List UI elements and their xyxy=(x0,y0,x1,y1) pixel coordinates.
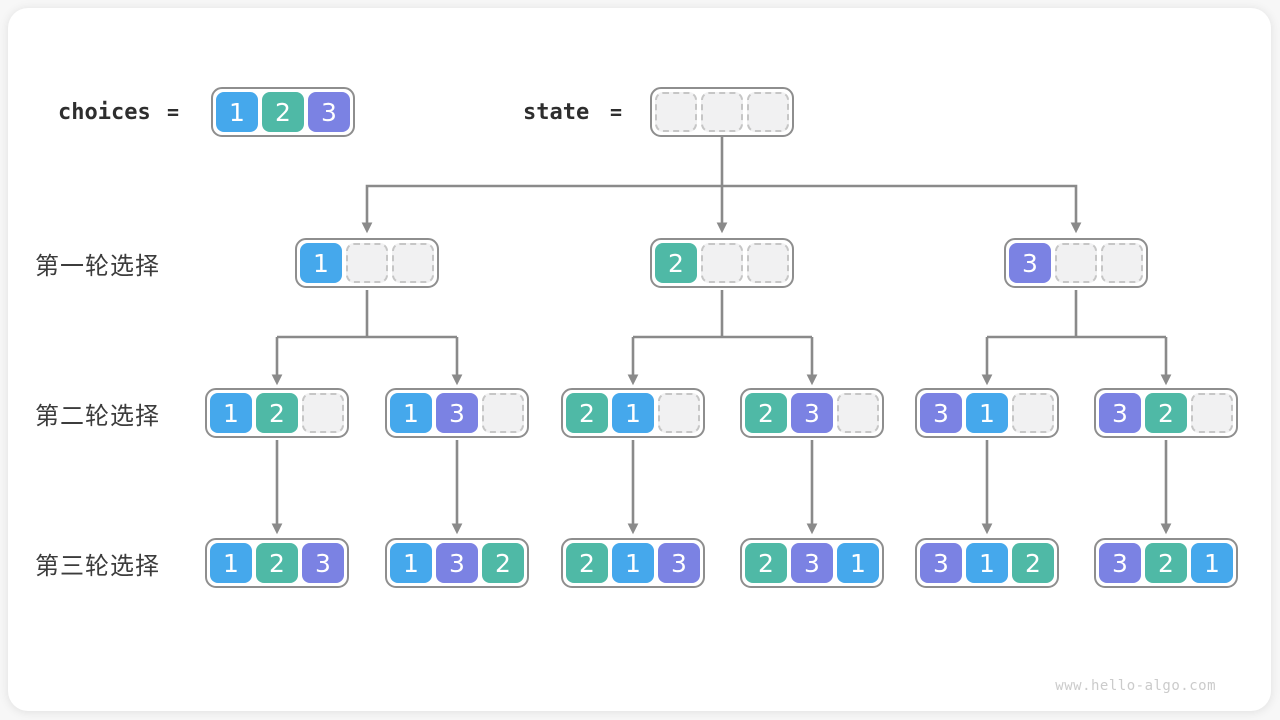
value-cell-3: 3 xyxy=(436,543,478,583)
state-node-1: 1 xyxy=(295,238,439,288)
value-cell-3: 3 xyxy=(1009,243,1051,283)
value-cell-3: 3 xyxy=(920,543,962,583)
value-cell-1: 1 xyxy=(1191,543,1233,583)
choices-label: choices xyxy=(58,99,151,125)
state-box xyxy=(650,87,794,137)
value-cell-2: 2 xyxy=(655,243,697,283)
value-cell-1: 1 xyxy=(390,393,432,433)
value-cell-2: 2 xyxy=(256,543,298,583)
value-cell-2: 2 xyxy=(1012,543,1054,583)
value-cell-1: 1 xyxy=(216,92,258,132)
value-cell-2: 2 xyxy=(262,92,304,132)
value-cell-1: 1 xyxy=(210,543,252,583)
value-cell-2: 2 xyxy=(566,543,608,583)
empty-cell xyxy=(655,92,697,132)
value-cell-2: 2 xyxy=(482,543,524,583)
state-equals-sign: = xyxy=(610,100,623,124)
value-cell-3: 3 xyxy=(302,543,344,583)
value-cell-1: 1 xyxy=(300,243,342,283)
value-cell-1: 1 xyxy=(966,543,1008,583)
state-node-3: 3 xyxy=(1004,238,1148,288)
value-cell-1: 1 xyxy=(966,393,1008,433)
value-cell-3: 3 xyxy=(1099,393,1141,433)
empty-cell xyxy=(482,393,524,433)
value-cell-3: 3 xyxy=(1099,543,1141,583)
empty-cell xyxy=(1012,393,1054,433)
choices-equals-sign: = xyxy=(167,100,180,124)
value-cell-3: 3 xyxy=(436,393,478,433)
value-cell-2: 2 xyxy=(566,393,608,433)
empty-cell xyxy=(302,393,344,433)
value-cell-2: 2 xyxy=(1145,543,1187,583)
empty-cell xyxy=(1191,393,1233,433)
value-cell-3: 3 xyxy=(658,543,700,583)
value-cell-1: 1 xyxy=(837,543,879,583)
empty-cell xyxy=(701,92,743,132)
empty-cell xyxy=(837,393,879,433)
value-cell-2: 2 xyxy=(745,393,787,433)
empty-cell xyxy=(1101,243,1143,283)
value-cell-2: 2 xyxy=(1145,393,1187,433)
empty-cell xyxy=(747,92,789,132)
empty-cell xyxy=(346,243,388,283)
row-label-round-1: 第一轮选择 xyxy=(35,252,160,280)
canvas-card xyxy=(8,8,1271,711)
value-cell-2: 2 xyxy=(745,543,787,583)
value-cell-3: 3 xyxy=(791,543,833,583)
value-cell-3: 3 xyxy=(308,92,350,132)
state-node-2: 2 xyxy=(650,238,794,288)
value-cell-1: 1 xyxy=(210,393,252,433)
state-label: state xyxy=(523,99,590,125)
watermark-text: www.hello-algo.com xyxy=(1055,678,1216,694)
empty-cell xyxy=(701,243,743,283)
row-label-round-3: 第三轮选择 xyxy=(35,552,160,580)
empty-cell xyxy=(747,243,789,283)
value-cell-1: 1 xyxy=(612,393,654,433)
value-cell-1: 1 xyxy=(390,543,432,583)
value-cell-2: 2 xyxy=(256,393,298,433)
value-cell-3: 3 xyxy=(920,393,962,433)
value-cell-1: 1 xyxy=(612,543,654,583)
value-cell-3: 3 xyxy=(791,393,833,433)
empty-cell xyxy=(658,393,700,433)
empty-cell xyxy=(1055,243,1097,283)
empty-cell xyxy=(392,243,434,283)
row-label-round-2: 第二轮选择 xyxy=(35,402,160,430)
